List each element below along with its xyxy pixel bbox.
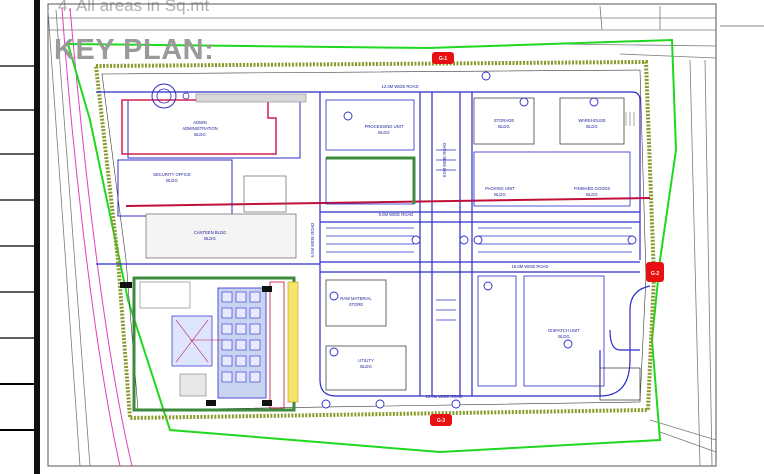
block-label: BLDG [204,236,215,241]
block-labels: ADMIN ADMINISTRATION BLDG SECURITY OFFIC… [153,118,610,369]
block-label: CANTEEN BLDG [194,230,227,235]
block-label: UTILITY [358,358,374,363]
site-boundary [66,38,678,454]
key-plan-frame [47,3,717,467]
compound-wall [93,59,657,421]
block-label: STORE [349,302,364,307]
gate-markers: G-1 G-2 G-3 [430,52,664,426]
block-label: BLDG [586,124,597,129]
block-label: DISPATCH UNIT [548,328,580,333]
block-label: SECURITY OFFICE [153,172,191,177]
block-label: BLDG [194,132,205,137]
block-label: BLDG [586,192,597,197]
existing-building-zone [117,83,307,259]
key-plan-title: KEY PLAN: [54,34,215,66]
gate-label: G-2 [651,271,660,277]
road-label: 9.0M WIDE ROAD [379,212,414,217]
road-label: 9.0M WIDE ROAD [442,143,447,178]
road-label: 12.0M WIDE ROAD [382,84,419,89]
internal-road-network [96,91,651,397]
block-label: BLDG [558,334,569,339]
road-label: 12.0M WIDE ROAD [426,394,463,399]
block-label: RAW MATERIAL [340,296,372,301]
block-label: BLDG [494,192,505,197]
road-label: 15.0M WIDE ROAD [512,264,549,269]
road-label: 6.0M WIDE ROAD [310,223,315,258]
hydrant-markers [321,71,637,409]
gate-label: G-1 [439,56,448,62]
inner-wall-line [101,69,647,411]
block-label: BLDG [378,130,389,135]
magenta-boundary-lines [61,7,133,467]
green-edge [326,156,416,204]
parking-bays [326,149,632,321]
block-label: BLDG [498,124,509,129]
block-label: ADMIN [193,120,207,125]
block-label: ADMINISTRATION [182,126,218,131]
gate-marker-bottom: G-3 [430,414,452,426]
gate-marker-right: G-2 [646,262,664,282]
block-label: BLDG [360,364,371,369]
north-detail [625,112,635,126]
block-label: BLDG [166,178,177,183]
left-title-strip [0,0,40,474]
block-label: PACKING UNIT [485,186,515,191]
block-label: FINISHED GOODS [574,186,611,191]
context-roads [47,5,717,467]
block-label: PROCESSING UNIT [365,124,404,129]
building-blocks [325,97,641,401]
block-label: WAREHOUSE [578,118,606,123]
utility-yard [120,276,299,412]
block-label: STORAGE [494,118,515,123]
gate-marker-top: G-1 [432,52,454,64]
pipeline [125,197,651,207]
road-labels: 12.0M WIDE ROAD 9.0M WIDE ROAD 15.0M WID… [310,84,549,399]
gate-label: G-3 [437,418,446,424]
